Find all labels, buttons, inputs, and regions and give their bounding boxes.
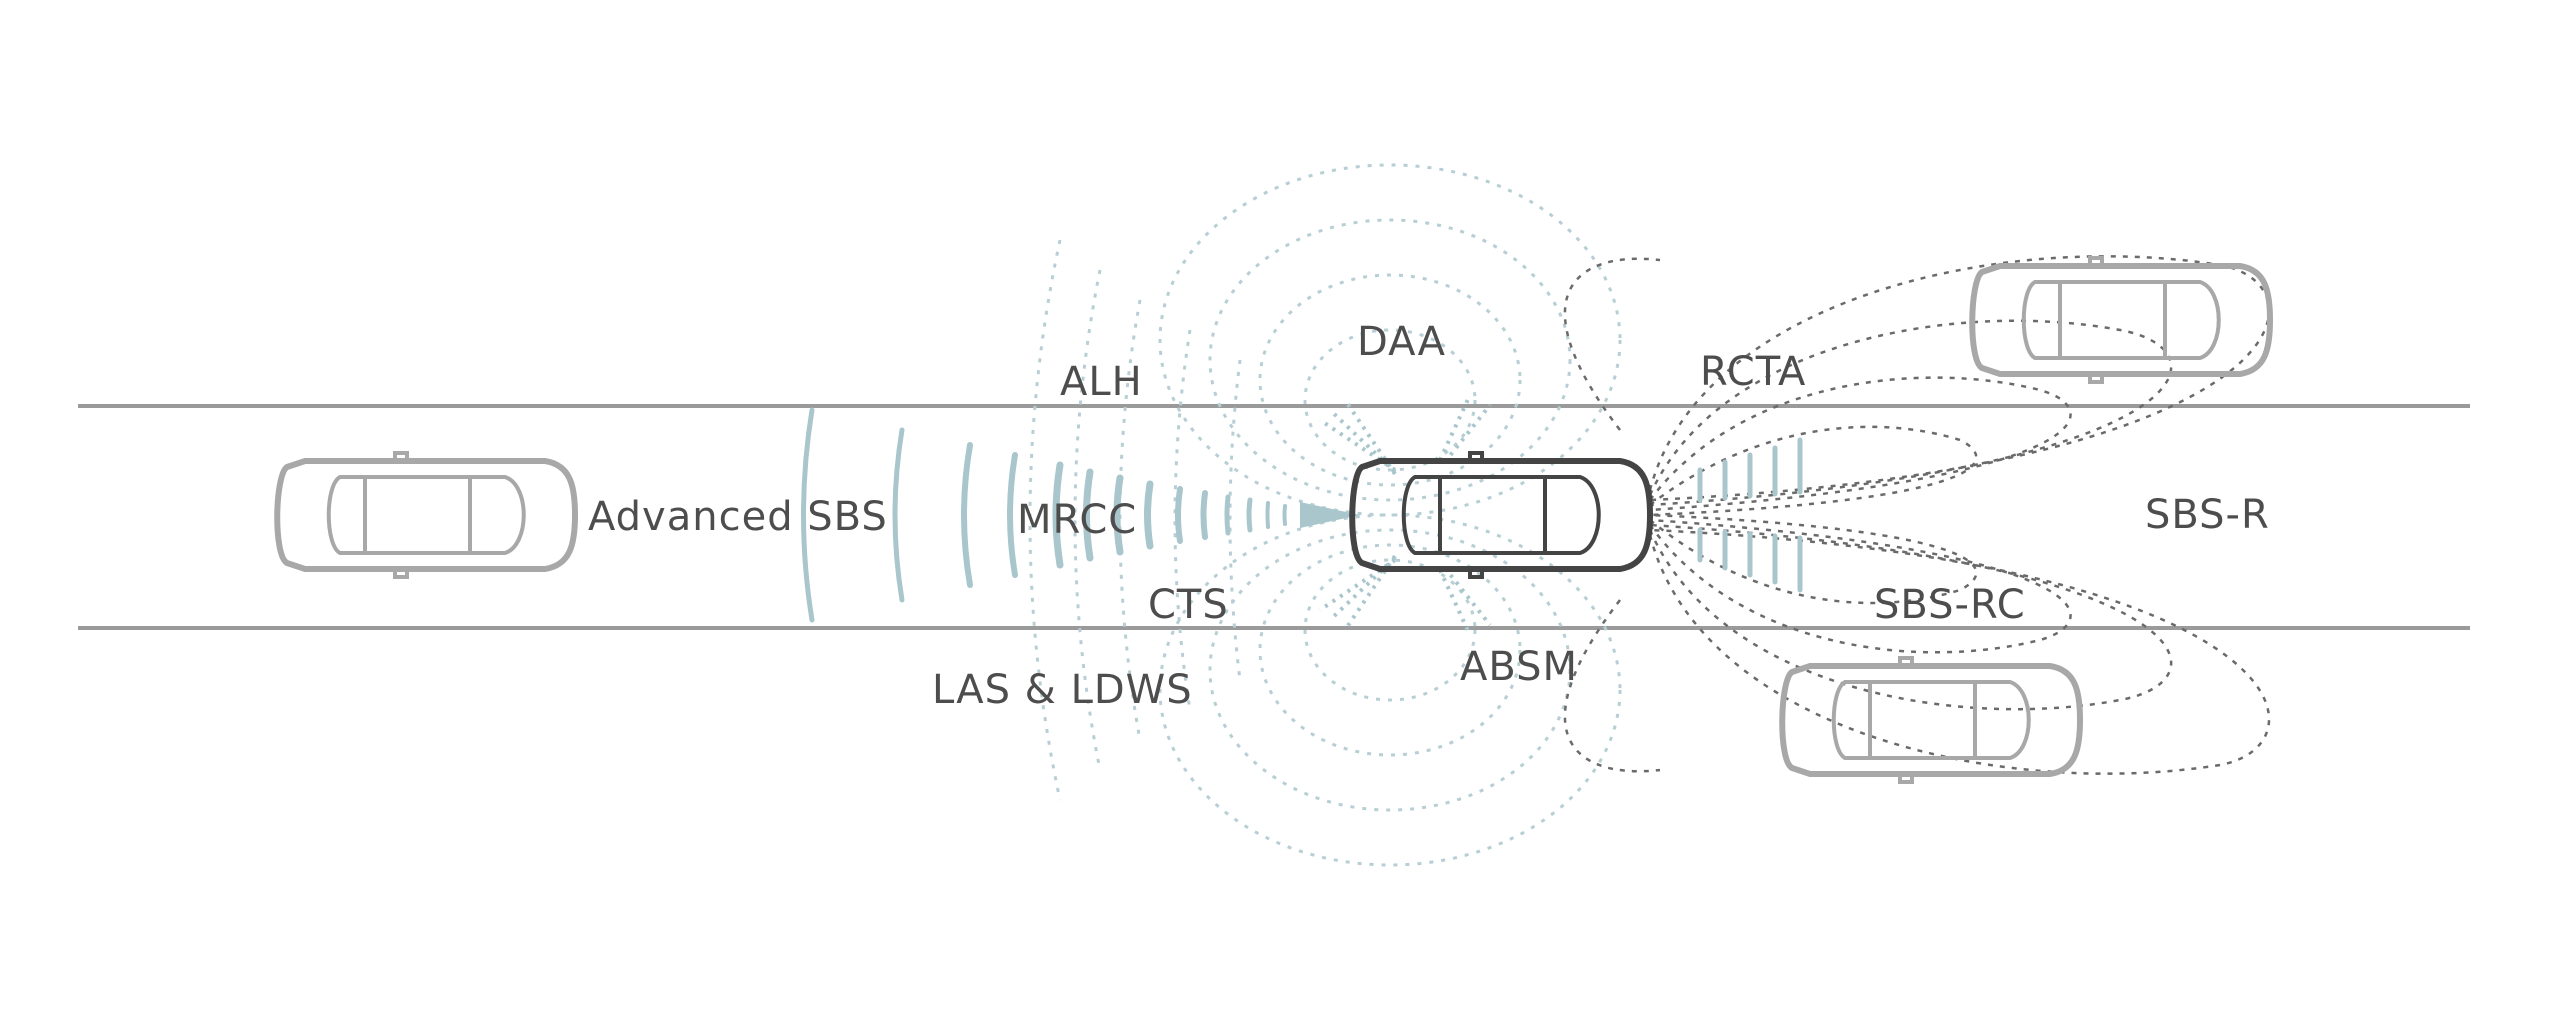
- alh-las-dotted-pattern: [1028, 239, 1242, 801]
- front-radar-beam: [1300, 502, 1360, 528]
- label-cts: CTS: [1148, 582, 1229, 628]
- label-sbs-rc: SBS-RC: [1874, 582, 2026, 628]
- rear-radar-fans: [1697, 437, 1803, 593]
- rear-right-car: [1972, 258, 2270, 382]
- daa-dotted-pattern: [1158, 163, 1622, 867]
- front-car: [277, 453, 575, 577]
- label-advanced-sbs: Advanced SBS: [588, 494, 888, 540]
- label-las-ldws: LAS & LDWS: [932, 667, 1193, 713]
- label-daa: DAA: [1357, 319, 1446, 365]
- label-alh: ALH: [1060, 359, 1143, 405]
- label-mrcc: MRCC: [1017, 497, 1137, 543]
- label-rcta: RCTA: [1700, 349, 1806, 395]
- label-sbs-r: SBS-R: [2145, 492, 2270, 538]
- front-radar-arcs: [801, 407, 1287, 623]
- label-absm: ABSM: [1460, 644, 1578, 690]
- corner-radar-fans: [1318, 394, 1492, 636]
